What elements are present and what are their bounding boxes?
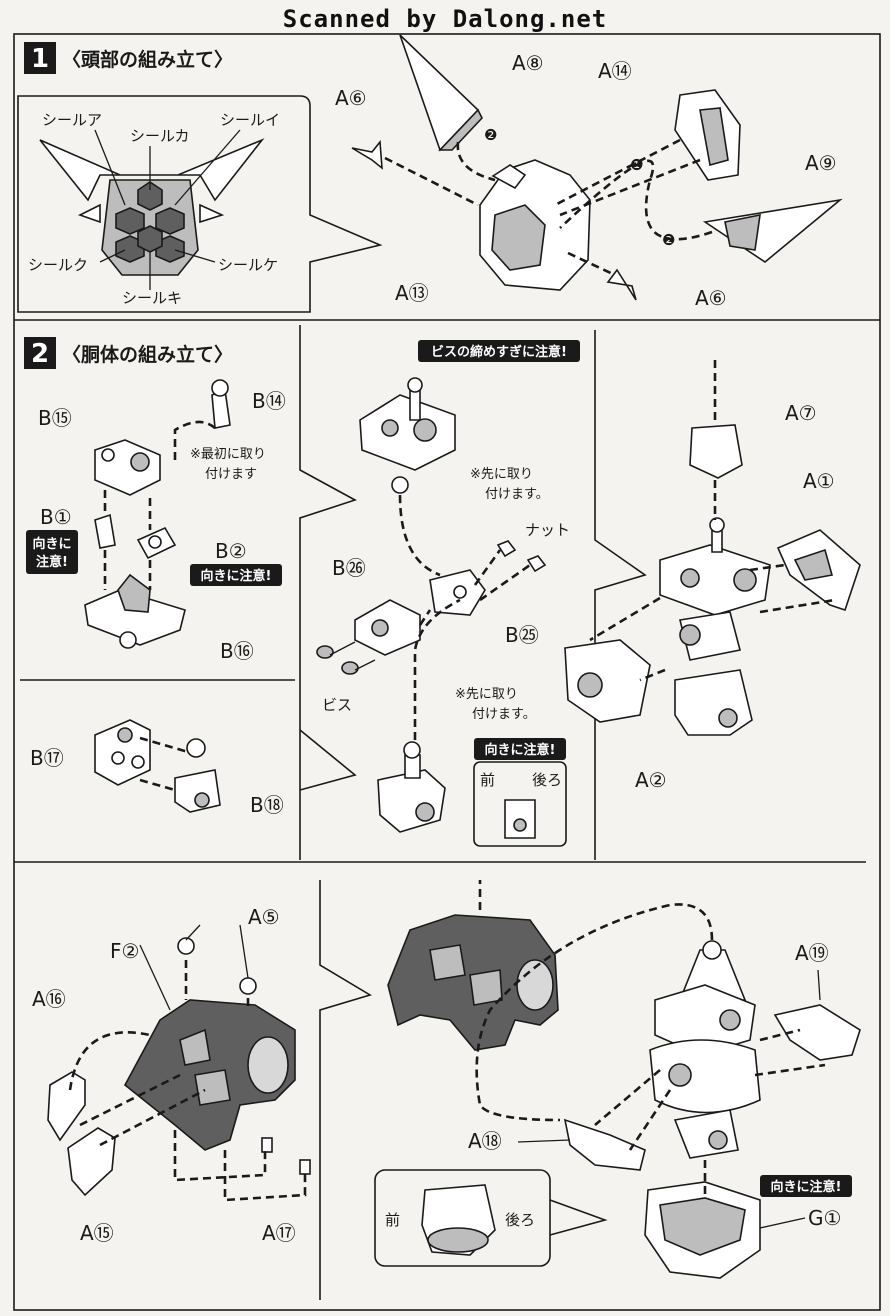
caution-b1-line2: 注意! (36, 554, 68, 570)
caution-b1-line1: 向きに (32, 536, 71, 552)
caution-badge-direction (474, 738, 566, 760)
direction-back-label: 後ろ (532, 771, 562, 789)
part-label-a5: A⑤ (248, 905, 280, 929)
watermark-text: Scanned by Dalong.net (283, 5, 607, 33)
step-2-section: 2 〈胴体の組み立て〉 B⑮ B⑭ B① B② B⑯ ※最初に取り 付けます (14, 325, 866, 863)
part-label-a6-bottom: A⑥ (695, 286, 727, 310)
caution-direction-text: 向きに注意! (485, 742, 556, 758)
part-label-b17: B⑰ (30, 746, 64, 770)
step-1-number: 1 (31, 44, 49, 74)
step-1-section: 1 〈頭部の組み立て〉 シールア シールカ シールイ シールク シールケ シール… (14, 34, 880, 321)
direction-front-label: 前 (480, 771, 495, 789)
note-install-ahead-top-2: 付けます。 (485, 487, 549, 502)
step-2-badge (24, 337, 56, 369)
step-1-title: 〈頭部の組み立て〉 (62, 48, 233, 71)
sticker-label-ke: シールケ (218, 256, 278, 274)
caution-badge-g1 (760, 1175, 852, 1197)
head-front-view (39, 138, 265, 276)
part-label-a19: A⑲ (795, 941, 829, 965)
waist-screw-assembly-view (316, 377, 547, 833)
step-2-title: 〈胴体の組み立て〉 (62, 343, 233, 366)
part-label-b18: B⑱ (250, 793, 284, 817)
part-label-a7: A⑦ (785, 401, 817, 425)
sticker-label-i: シールイ (220, 111, 280, 129)
page-frame (13, 33, 881, 1311)
sticker-label-ku: シールク (28, 256, 88, 274)
sticker-label-a: シールア (42, 111, 102, 129)
torso-assembly-view (564, 360, 861, 736)
part-label-a8: A⑧ (512, 51, 544, 75)
screw-warning-text: ビスの締めすぎに注意! (431, 344, 567, 360)
caution-badge-b2 (190, 564, 282, 586)
step-3-section: A⑤ F② A⑯ A⑮ A⑰ (32, 880, 861, 1300)
direction-inset (473, 761, 567, 847)
order-mark-2-right: ❷ (662, 231, 675, 249)
part-label-b15: B⑮ (38, 406, 72, 430)
head-exploded-view (351, 34, 843, 301)
note-install-ahead-bottom-2: 付けます。 (472, 707, 536, 722)
note-install-first-1: ※最初に取り (190, 447, 266, 462)
part-label-b16: B⑯ (220, 639, 254, 663)
chest-armor-view (47, 937, 311, 1202)
part-label-a16: A⑯ (32, 987, 66, 1011)
part-label-b14: B⑭ (252, 389, 286, 413)
part-label-a1: A① (803, 469, 835, 493)
screw-warning-badge (418, 340, 580, 362)
part-label-b26: B㉖ (332, 556, 366, 580)
part-label-f2: F② (110, 939, 139, 963)
part-label-a2: A② (635, 768, 667, 792)
part-label-a6-top: A⑥ (335, 86, 367, 110)
caution-g1-text: 向きに注意! (771, 1179, 842, 1195)
part-label-a14: A⑭ (598, 59, 632, 83)
order-mark-2-left: ❷ (484, 126, 497, 144)
part-label-b1: B① (40, 505, 72, 529)
g1-back-label: 後ろ (505, 1211, 535, 1229)
order-mark-1: ❶ (630, 156, 643, 174)
waist-assembly-view (84, 379, 231, 649)
part-label-a18: A⑱ (468, 1129, 502, 1153)
part-label-b25: B㉕ (505, 623, 539, 647)
sticker-label-ka: シールカ (130, 127, 190, 145)
caution-badge-b1 (26, 530, 78, 574)
part-label-a15: A⑮ (80, 1221, 114, 1245)
part-label-a13: A⑬ (395, 281, 429, 305)
sticker-callout-frame (17, 95, 383, 313)
caution-b2-text: 向きに注意! (201, 568, 272, 584)
g1-direction-inset (374, 1169, 551, 1267)
nut-label: ナット (525, 521, 570, 539)
torso-final-view (387, 880, 861, 1279)
part-label-g1: G① (808, 1206, 841, 1230)
part-label-a9: A⑨ (805, 151, 837, 175)
step-2-number: 2 (31, 339, 49, 369)
part-label-b2: B② (215, 539, 247, 563)
step-1-badge (24, 42, 56, 74)
note-install-first-2: 付けます (205, 467, 257, 482)
screw-label: ビス (322, 696, 352, 714)
g1-front-label: 前 (385, 1211, 400, 1229)
hip-joint-view (94, 719, 221, 813)
note-install-ahead-top-1: ※先に取り (470, 467, 533, 482)
sticker-label-ki: シールキ (122, 289, 182, 307)
part-label-a17: A⑰ (262, 1221, 296, 1245)
note-install-ahead-bottom-1: ※先に取り (455, 687, 518, 702)
